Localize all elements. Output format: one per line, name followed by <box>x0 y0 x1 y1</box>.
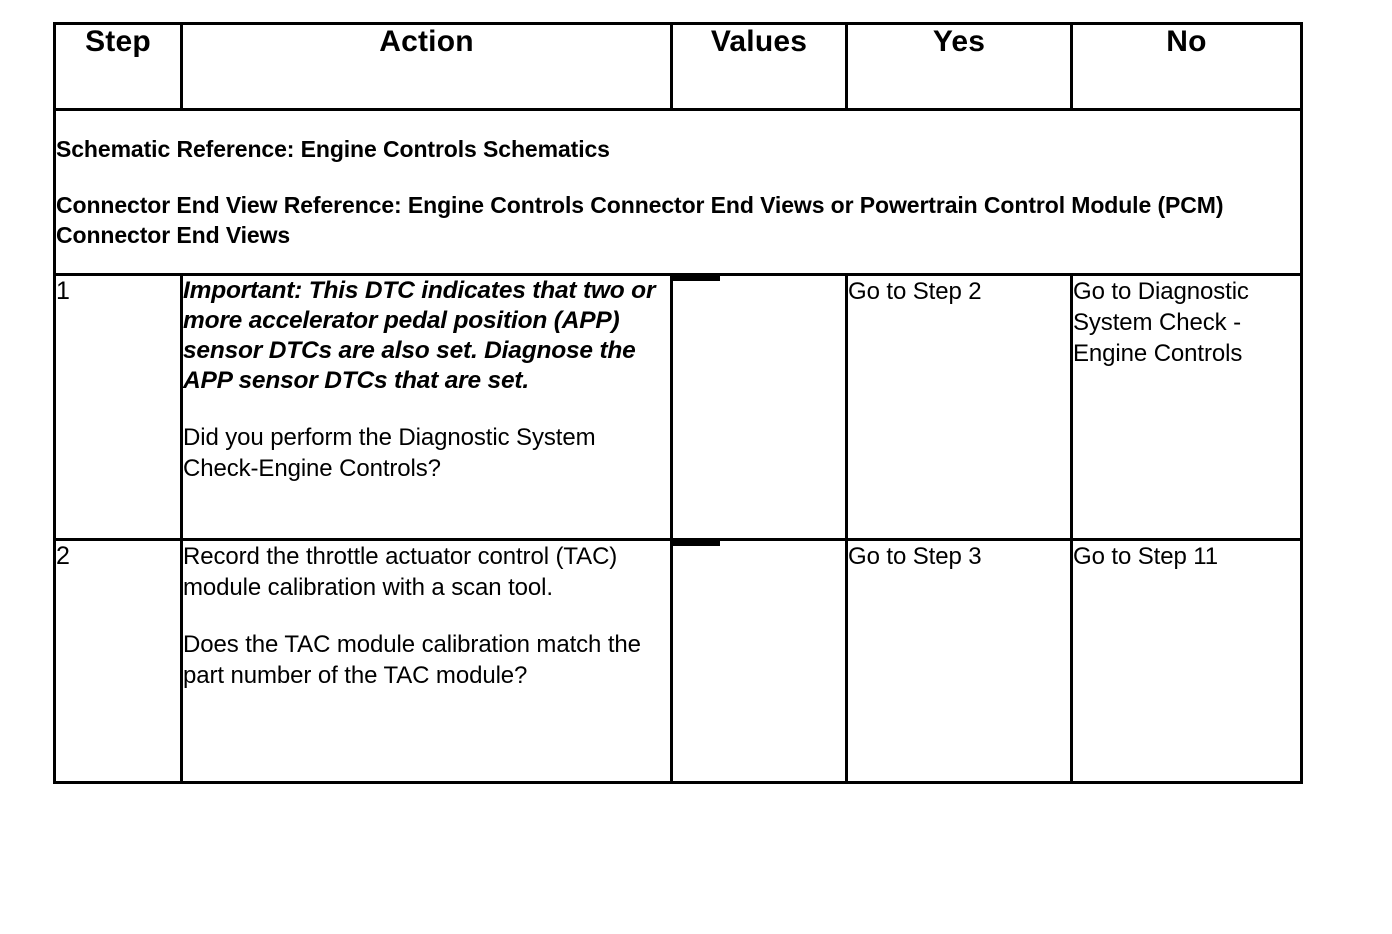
column-header-no: No <box>1070 22 1303 111</box>
schematic-reference-text: Schematic Reference: Engine Controls Sch… <box>56 136 610 162</box>
diagnostic-procedure-table: Step Action Values Yes No Schematic Refe… <box>53 22 1303 784</box>
yes-answer-text: Go to Step 2 <box>848 278 982 305</box>
no-answer-cell: Go to Step 11 <box>1070 538 1303 784</box>
reference-row: Schematic Reference: Engine Controls Sch… <box>53 108 1303 276</box>
column-header-step: Step <box>53 22 183 111</box>
action-question: Did you perform the Diagnostic System Ch… <box>183 424 596 482</box>
header-row: Step Action Values Yes No <box>53 22 1303 111</box>
action-cell: Record the throttle actuator control (TA… <box>180 538 673 784</box>
step-number-cell: 2 <box>53 538 183 784</box>
table-row: 1 Important: This DTC indicates that two… <box>53 273 1303 541</box>
yes-answer-cell: Go to Step 3 <box>845 538 1073 784</box>
column-header-values: Values <box>670 22 848 111</box>
action-cell: Important: This DTC indicates that two o… <box>180 273 673 541</box>
column-header-yes: Yes <box>845 22 1073 111</box>
table-row: 2 Record the throttle actuator control (… <box>53 538 1303 784</box>
yes-answer-text: Go to Step 3 <box>848 543 982 570</box>
action-question: Does the TAC module calibration match th… <box>183 631 641 689</box>
reference-cell: Schematic Reference: Engine Controls Sch… <box>53 108 1303 276</box>
table-body: Schematic Reference: Engine Controls Sch… <box>53 108 1303 784</box>
em-dash-icon <box>673 541 720 546</box>
no-answer-text: Go to Diagnostic System Check - Engine C… <box>1073 278 1249 367</box>
no-answer-cell: Go to Diagnostic System Check - Engine C… <box>1070 273 1303 541</box>
action-instruction: Record the throttle actuator control (TA… <box>183 543 618 601</box>
connector-end-view-reference-text: Connector End View Reference: Engine Con… <box>56 192 1224 248</box>
em-dash-icon <box>673 276 720 281</box>
yes-answer-cell: Go to Step 2 <box>845 273 1073 541</box>
action-important-note: Important: This DTC indicates that two o… <box>183 277 656 394</box>
values-cell <box>670 538 848 784</box>
step-number-cell: 1 <box>53 273 183 541</box>
table-header: Step Action Values Yes No <box>53 22 1303 111</box>
column-header-action: Action <box>180 22 673 111</box>
values-cell <box>670 273 848 541</box>
no-answer-text: Go to Step 11 <box>1073 543 1219 570</box>
